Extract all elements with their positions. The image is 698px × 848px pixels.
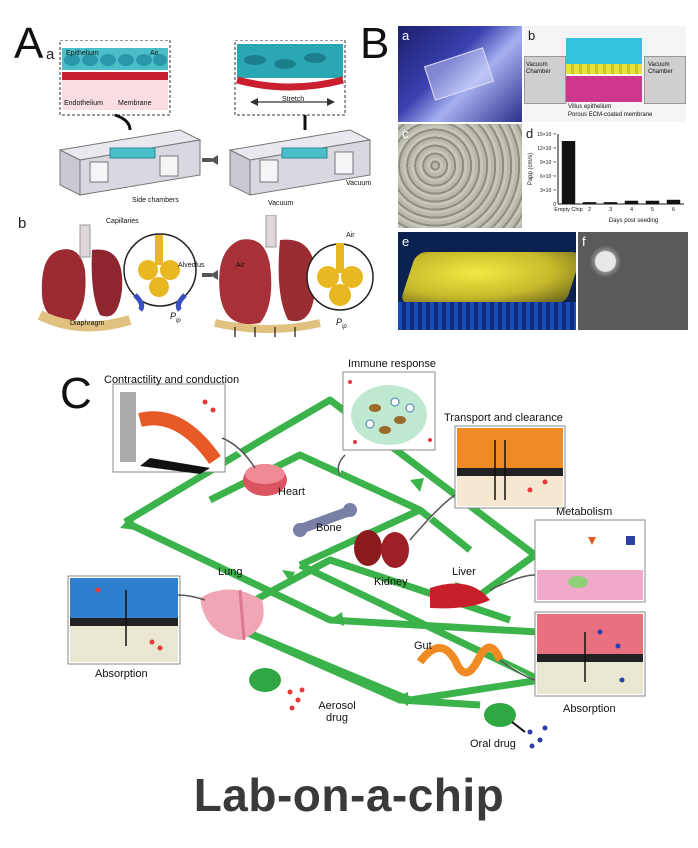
- x-axis-label: Days post seeding: [609, 218, 658, 224]
- chip-left: [58, 129, 202, 196]
- panel-b-sub-c: c: [402, 126, 409, 141]
- label-pip-2: Pip: [336, 317, 347, 330]
- label-liver: Liver: [452, 566, 476, 578]
- label-vacuum-1: Vacuum: [268, 200, 294, 207]
- panel-b-image-c: c: [398, 124, 522, 228]
- circuit-diagram: [67, 371, 646, 749]
- label-alveolus: Alveolus: [178, 262, 205, 269]
- panel-b-sub-d: d: [526, 126, 534, 141]
- lung-left: [37, 224, 132, 332]
- label-porous-membrane: Porous ECM-coated membrane: [568, 112, 653, 118]
- aerosol-port: [249, 668, 281, 692]
- label-lung: Lung: [218, 566, 243, 578]
- aerosol-dots: [287, 687, 305, 711]
- bar-1: [582, 202, 597, 204]
- label-heart: Heart: [278, 486, 305, 498]
- bar-0: [561, 141, 576, 204]
- chip-right: [228, 129, 372, 196]
- bar-2: [603, 202, 618, 204]
- panel-a-letter: A: [14, 19, 44, 68]
- label-air-a: Air: [150, 50, 159, 57]
- label-villus: Villus epithelium: [568, 104, 612, 110]
- y-tick-label: 15×10⁻⁸: [537, 132, 556, 138]
- panel-a-chip-illustration: [58, 40, 372, 196]
- panel-b-sub-b: b: [528, 28, 536, 43]
- label-oral-drug: Oral drug: [470, 738, 516, 750]
- x-tick-label: 6: [672, 207, 675, 213]
- x-tick-label: 3: [609, 207, 612, 213]
- gut-organ: [416, 643, 504, 677]
- panel-a-sub-b: b: [18, 215, 27, 232]
- label-air-b2: Air: [346, 232, 355, 239]
- oral-port: [484, 703, 516, 727]
- kidney-organ: [354, 530, 409, 568]
- panel-b-sub-e: e: [402, 234, 410, 249]
- y-tick-label: 6×10⁻⁸: [540, 174, 556, 180]
- label-kidney: Kidney: [374, 576, 408, 588]
- panel-c-letter: C: [60, 369, 92, 418]
- panel-b-image-a: a: [398, 26, 522, 122]
- y-tick-label: 12×10⁻⁸: [537, 146, 556, 152]
- panel-b-image-f: f: [578, 232, 688, 330]
- bone-organ: [293, 503, 357, 537]
- oral-dots: [527, 725, 548, 749]
- label-diaphragm: Diaphragm: [70, 320, 105, 327]
- x-tick-label: 2: [588, 207, 591, 213]
- label-vacuum-2: Vacuum: [346, 180, 372, 187]
- membrane-layer: [62, 72, 168, 80]
- label-pip-1: Pip: [170, 311, 181, 324]
- label-contractility: Contractility and conduction: [104, 374, 240, 386]
- y-tick-label: 9×10⁻⁸: [540, 160, 556, 166]
- lung-organ: [200, 589, 264, 641]
- panel-b-sub-a: a: [402, 28, 410, 43]
- label-air-b1: Air: [236, 262, 245, 269]
- x-tick-label: Empty Chip: [554, 207, 582, 213]
- label-vacuum-chamber-1: Vacuum Chamber: [526, 62, 551, 75]
- panel-b-image-b: b Vacuum Chamber Vacuum Chamber Villus e…: [524, 26, 686, 122]
- liver-organ: [430, 583, 490, 609]
- epithelial-cells: [64, 54, 167, 66]
- panel-b-letter: B: [360, 19, 390, 68]
- label-membrane: Membrane: [118, 100, 152, 107]
- label-vacuum-chamber-2: Vacuum Chamber: [648, 62, 673, 75]
- label-capillaries: Capillaries: [106, 218, 139, 225]
- panel-b-sub-f: f: [582, 234, 586, 249]
- label-gut: Gut: [414, 640, 432, 652]
- panel-b-image-e: e: [398, 232, 576, 330]
- papp-bar-chart: 0 3×10⁻⁸ 6×10⁻⁸ 9×10⁻⁸ 12×10⁻⁸ 15×10⁻⁸ Empty C…: [528, 132, 684, 224]
- panel-a-lung-illustration: [37, 215, 374, 337]
- endothelium-layer: [62, 80, 168, 110]
- heart-organ: [243, 464, 287, 496]
- y-axis-label: Papp (cm/s): [528, 153, 534, 185]
- label-endothelium: Endothelium: [64, 100, 103, 107]
- bar-3: [624, 200, 639, 204]
- label-absorption-right: Absorption: [563, 703, 616, 715]
- panel-a-sub-a: a: [46, 46, 55, 63]
- label-epithelium: Epithelium: [66, 50, 99, 57]
- page-title: Lab-on-a-chip: [193, 769, 505, 821]
- x-tick-label: 5: [651, 207, 654, 213]
- label-immune-response: Immune response: [348, 358, 437, 370]
- label-aerosol-drug: Aerosol drug: [318, 700, 356, 724]
- label-transport-clearance: Transport and clearance: [444, 412, 563, 424]
- lung-right: [214, 215, 321, 337]
- label-bone: Bone: [316, 522, 342, 534]
- label-metabolism: Metabolism: [556, 506, 613, 518]
- x-tick-label: 4: [630, 207, 633, 213]
- label-stretch: Stretch: [282, 96, 305, 103]
- y-tick-label: 3×10⁻⁸: [540, 188, 556, 194]
- label-absorption-left: Absorption: [95, 668, 148, 680]
- stretched-membrane: [236, 76, 344, 91]
- y-tick-label: 0: [553, 202, 556, 208]
- bar-5: [666, 199, 681, 204]
- bar-4: [645, 200, 660, 204]
- label-side-chambers: Side chambers: [132, 197, 179, 204]
